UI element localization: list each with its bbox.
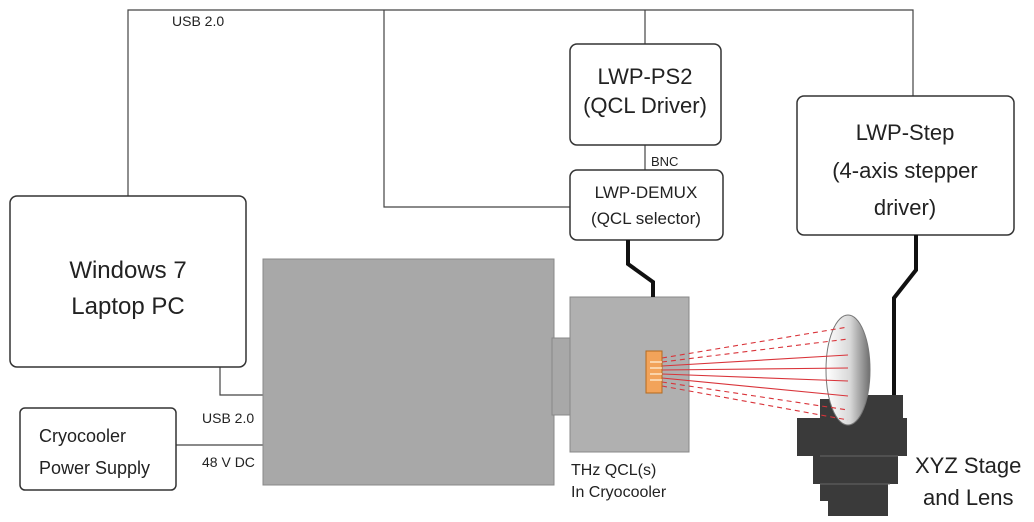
qcl-chip-stripes [650, 361, 662, 381]
stepper-cable [892, 235, 918, 395]
power-title: Cryocooler [39, 426, 126, 446]
cryocooler-body [262, 258, 555, 486]
ps2-subtitle: (QCL Driver) [583, 93, 707, 118]
ps2-title: LWP-PS2 [598, 64, 693, 89]
lens [825, 314, 871, 426]
pc-title: Windows 7 [69, 257, 186, 284]
stage-label: XYZ Stage [915, 453, 1021, 478]
wires [127, 9, 914, 446]
usb-bus-line [127, 9, 914, 196]
step-title: LWP-Step [856, 120, 955, 145]
demux-title: LWP-DEMUX [595, 183, 698, 202]
laser-beams [661, 326, 849, 421]
step-subtitle: (4-axis stepper [832, 158, 978, 183]
demux-box [569, 169, 724, 241]
ps2-box [569, 43, 722, 146]
step-box [796, 95, 1015, 236]
pc-usb-line [219, 367, 263, 396]
stage-label-2: and Lens [923, 485, 1014, 510]
cryo-label-2: In Cryocooler [571, 484, 667, 501]
power-box [19, 407, 177, 491]
usb-top-label: USB 2.0 [172, 13, 224, 29]
usb-pc-label: USB 2.0 [202, 410, 254, 426]
power-subtitle: Power Supply [39, 458, 150, 478]
cryo-label: THz QCL(s) [571, 462, 656, 479]
dc-label: 48 V DC [202, 454, 255, 470]
qcl-chip [645, 350, 663, 394]
bnc-label: BNC [651, 154, 678, 169]
demux-cable [626, 240, 655, 297]
demux-subtitle: (QCL selector) [591, 209, 701, 228]
pc-subtitle: Laptop PC [71, 293, 184, 320]
pc-box [9, 195, 247, 368]
step-subtitle-2: driver) [874, 195, 936, 220]
bus-to-demux-line [383, 10, 570, 208]
